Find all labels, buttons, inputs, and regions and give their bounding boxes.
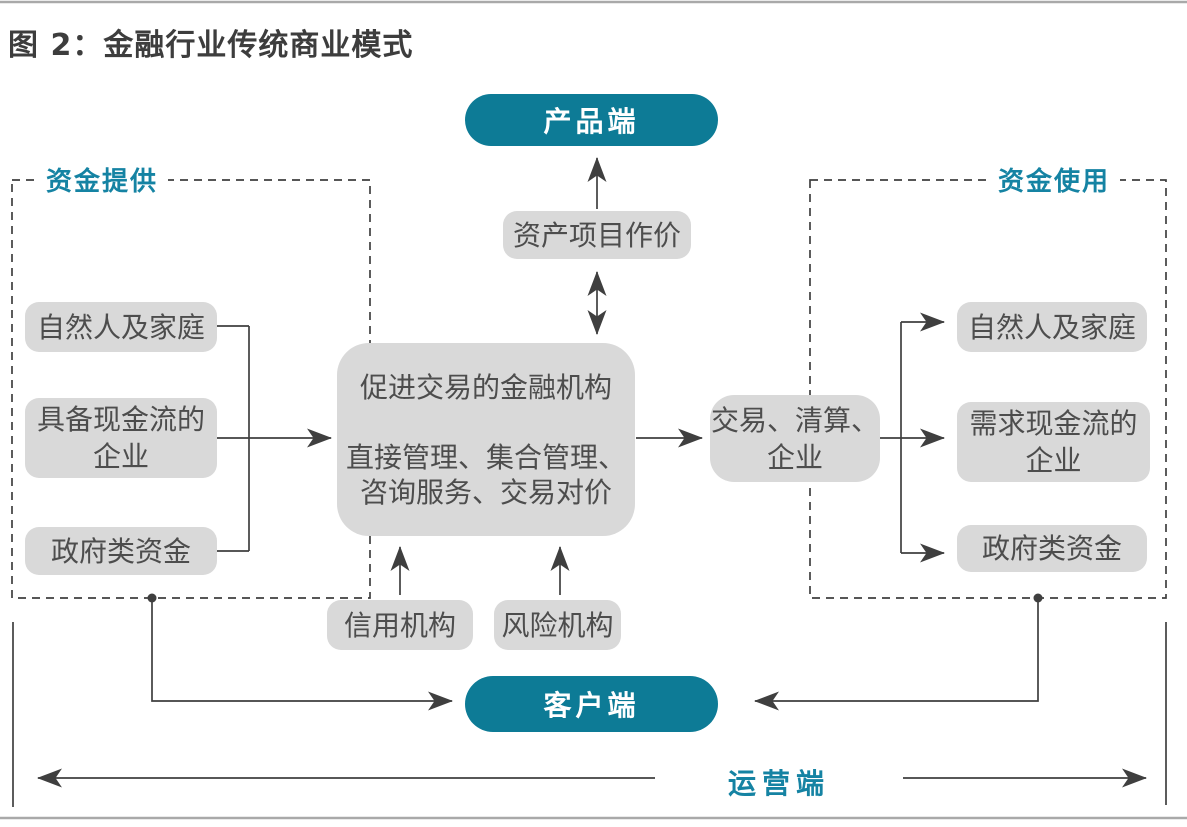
funding-supply-zone-label: 资金提供 (36, 161, 169, 198)
use-item-cashflow-enterprises: 需求现金流的 企业 (957, 402, 1150, 482)
supply-item-households: 自然人及家庭 (25, 302, 217, 352)
arrow-supply-to-client (151, 598, 453, 711)
intermediary-title: 促进交易的金融机构 (359, 370, 612, 404)
operations-label: 运营端 (727, 767, 830, 800)
node-product: 产品端 (465, 94, 718, 146)
supply-item-government-funds: 政府类资金 (25, 527, 217, 575)
node-asset-pricing: 资产项目作价 (503, 211, 691, 259)
node-intermediary: 促进交易的金融机构 直接管理、集合管理、 咨询服务、交易对价 (337, 343, 635, 536)
node-risk-institution: 风险机构 (494, 600, 621, 650)
figure-title: 图 2：金融行业传统商业模式 (8, 28, 414, 63)
use-item-households: 自然人及家庭 (957, 302, 1147, 352)
intermediary-services: 直接管理、集合管理、 咨询服务、交易对价 (345, 440, 626, 509)
arrow-use-to-client (754, 598, 1039, 711)
funding-use-zone-border (809, 179, 1167, 599)
use-item-government-funds: 政府类资金 (957, 525, 1147, 572)
node-trade-clearing: 交易、清算、 企业 (710, 395, 880, 482)
node-client: 客户端 (465, 676, 718, 732)
supply-item-cashflow-enterprises: 具备现金流的 企业 (25, 398, 217, 478)
funding-use-zone-label: 资金使用 (988, 161, 1121, 198)
node-credit-institution: 信用机构 (327, 600, 473, 650)
